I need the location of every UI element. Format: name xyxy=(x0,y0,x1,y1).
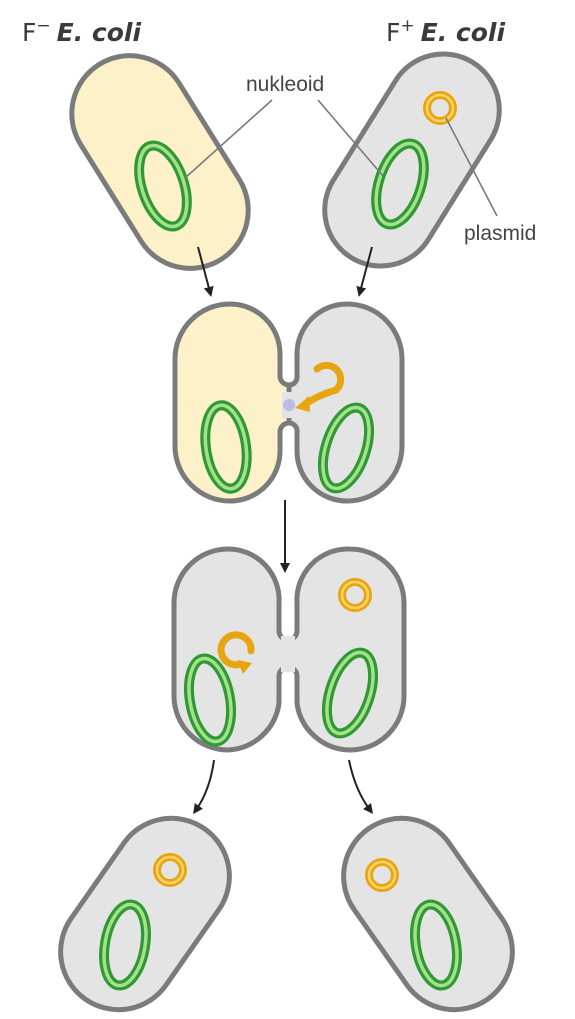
replicated-pair xyxy=(174,549,404,750)
svg-text:F+E. coli: F+E. coli xyxy=(386,16,505,47)
title-f-plus: F+E. coli xyxy=(386,16,505,47)
f-plus-cell-initial xyxy=(304,33,521,287)
plasmid-label: plasmid xyxy=(464,222,536,245)
title-f-minus: F−E. coli xyxy=(22,16,141,47)
nucleoid-label: nukleoid xyxy=(246,73,324,96)
svg-text:F−E. coli: F−E. coli xyxy=(22,16,141,47)
f-minus-cell-initial xyxy=(50,34,270,291)
f-plus-cell-result-right xyxy=(321,796,535,1019)
bridge-pore xyxy=(283,399,295,411)
arrow-left-2 xyxy=(196,760,214,810)
f-plus-cell-result-left xyxy=(38,796,252,1019)
conjugating-pair xyxy=(175,304,402,501)
arrow-right-2 xyxy=(349,760,370,810)
